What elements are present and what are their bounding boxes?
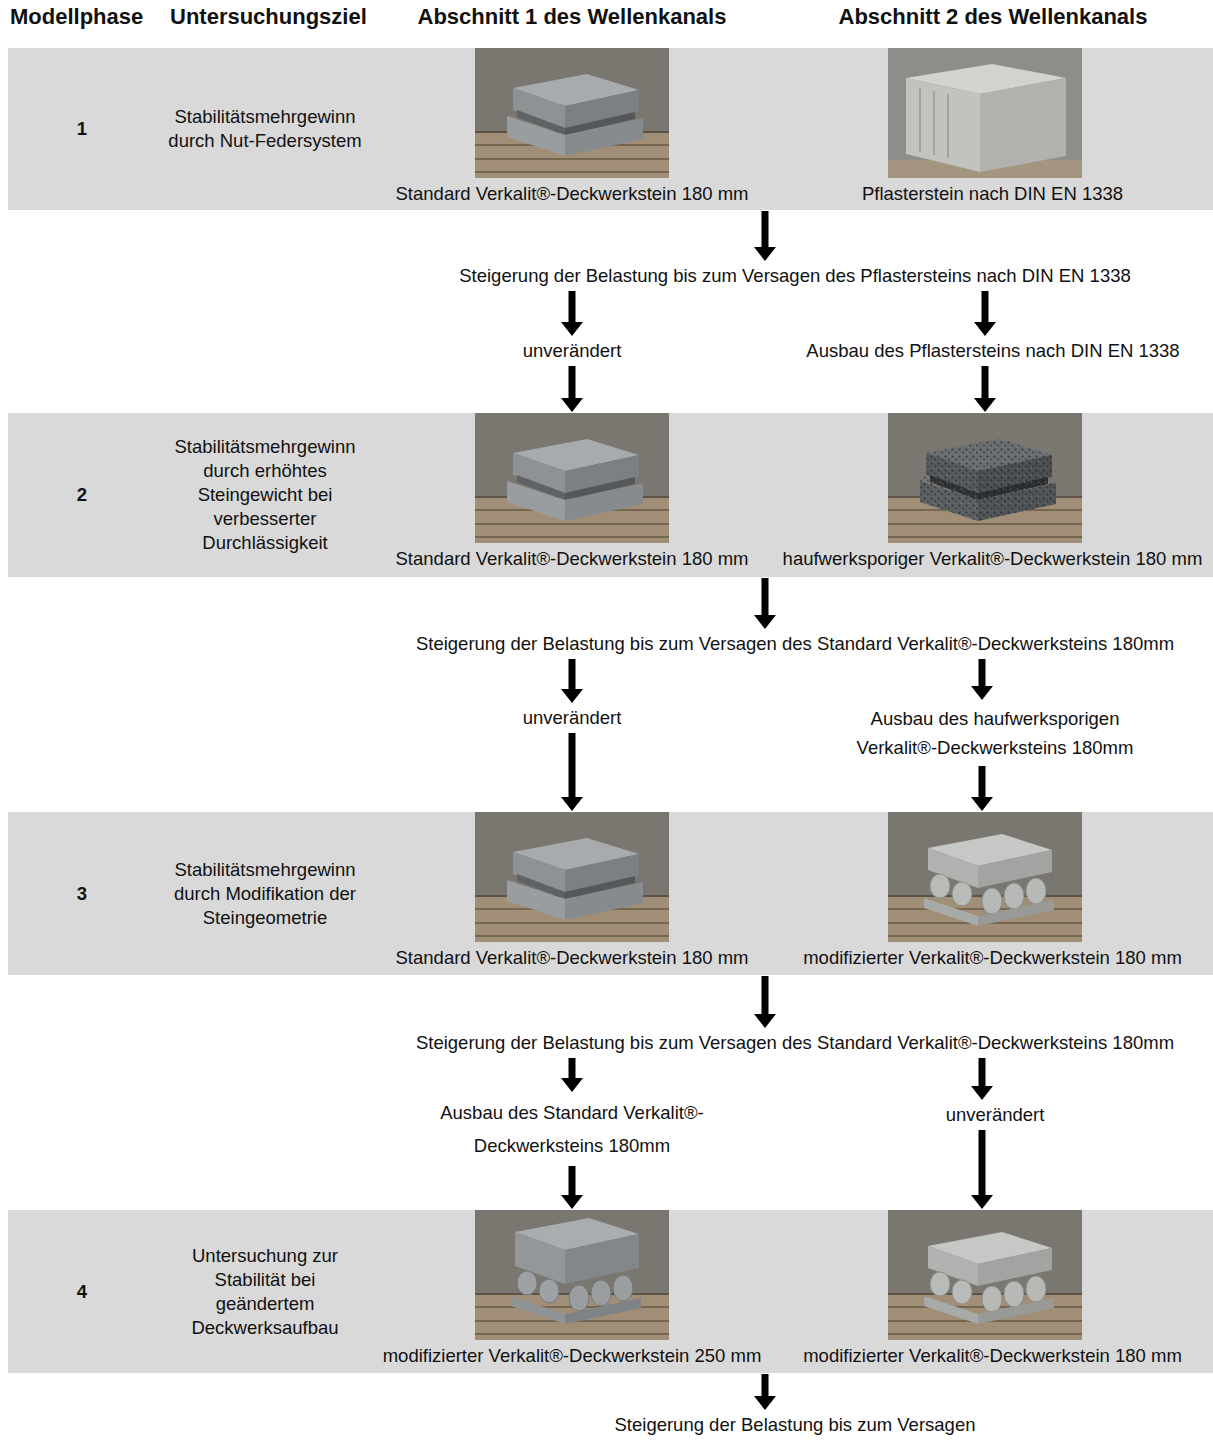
step-text: unverändert: [523, 340, 622, 362]
phase-band: 1 Stabilitätsmehrgewinn durch Nut-Federsy…: [8, 48, 1213, 210]
stone-caption: modifizierter Verkalit®-Deckwerkstein 18…: [803, 947, 1182, 969]
flow-arrow: [569, 1058, 576, 1078]
text-slot: Stabilitätsmehrgewinn durch Nut-Federsys…: [158, 105, 373, 153]
flow-arrow: [569, 1166, 576, 1195]
flow-arrow: [979, 1130, 986, 1195]
flow-arrow: [762, 211, 769, 247]
step-text: Steigerung der Belastung bis zum Versage…: [416, 633, 1174, 655]
step-text: Steigerung der Belastung bis zum Versage…: [416, 1032, 1174, 1054]
stone-caption: Standard Verkalit®-Deckwerkstein 180 mm: [396, 183, 749, 205]
flow-arrow: [569, 733, 576, 797]
column-heading: Abschnitt 2 des Wellenkanals: [839, 4, 1148, 30]
text-slot: Standard Verkalit®-Deckwerkstein 180 mm: [372, 548, 772, 570]
flow-arrow: [979, 1058, 986, 1086]
objective-text: Stabilitätsmehrgewinn durch Modifikation…: [158, 858, 373, 930]
flow-arrow: [762, 578, 769, 615]
text-slot: Standard Verkalit®-Deckwerkstein 180 mm: [372, 183, 772, 205]
text-slot: 2: [62, 483, 102, 507]
text-slot: Stabilitätsmehrgewinn durch erhöhtes Ste…: [158, 435, 373, 555]
stone-caption: haufwerksporiger Verkalit®-Deckwerkstein…: [783, 548, 1203, 570]
stone-caption: modifizierter Verkalit®-Deckwerkstein 25…: [383, 1345, 762, 1367]
phase-number: 4: [62, 1280, 102, 1304]
stone-photo: [475, 413, 669, 543]
step-label: unverändert: [523, 707, 622, 729]
stone-photo: [888, 48, 1082, 178]
flow-arrow: [569, 366, 576, 398]
stone-cell: modifizierter Verkalit®-Deckwerkstein 25…: [372, 1210, 772, 1373]
step-label: Steigerung der Belastung bis zum Versage…: [615, 1414, 976, 1436]
step-label: Steigerung der Belastung bis zum Versage…: [416, 633, 1174, 655]
column-heading: Untersuchungsziel: [170, 4, 367, 30]
flow-arrow: [569, 659, 576, 689]
objective-text: Stabilitätsmehrgewinn durch erhöhtes Ste…: [158, 435, 373, 555]
step-label: Ausbau des haufwerksporigen Verkalit®-De…: [845, 704, 1145, 762]
label-holder: Untersuchungsziel: [170, 4, 367, 30]
step-text: unverändert: [946, 1104, 1045, 1126]
label-holder: Modellphase: [10, 4, 143, 30]
text-slot: 1: [62, 117, 102, 141]
flow-arrow: [982, 291, 989, 322]
label-holder: Abschnitt 1 des Wellenkanals: [418, 4, 727, 30]
objective-text: Untersuchung zur Stabilität bei geändert…: [170, 1244, 360, 1340]
step-text: unverändert: [523, 707, 622, 729]
stone-photo: [888, 812, 1082, 942]
step-text: Steigerung der Belastung bis zum Versage…: [459, 265, 1131, 287]
stone-caption: Pflasterstein nach DIN EN 1338: [862, 183, 1123, 205]
stone-cell: Standard Verkalit®-Deckwerkstein 180 mm: [372, 48, 772, 210]
step-label: Steigerung der Belastung bis zum Versage…: [459, 265, 1131, 287]
stone-cell: Standard Verkalit®-Deckwerkstein 180 mm: [372, 812, 772, 975]
phase-number: 3: [62, 882, 102, 906]
phase-number: 1: [62, 117, 102, 141]
stone-photo: [888, 413, 1082, 543]
stone-caption: modifizierter Verkalit®-Deckwerkstein 18…: [803, 1345, 1182, 1367]
stone-photo: [475, 812, 669, 942]
text-slot: Pflasterstein nach DIN EN 1338: [772, 183, 1213, 205]
text-slot: 3: [62, 882, 102, 906]
text-slot: 4: [62, 1280, 102, 1304]
step-label: unverändert: [946, 1104, 1045, 1126]
step-label: Ausbau des Pflastersteins nach DIN EN 13…: [806, 340, 1179, 362]
stone-photo: [475, 48, 669, 178]
step-label: Ausbau des Standard Verkalit®-Deckwerkst…: [432, 1096, 712, 1162]
flow-arrow: [762, 976, 769, 1014]
stone-cell: Standard Verkalit®-Deckwerkstein 180 mm: [372, 413, 772, 577]
objective-text: Stabilitätsmehrgewinn durch Nut-Federsys…: [158, 105, 373, 153]
column-heading: Abschnitt 1 des Wellenkanals: [418, 4, 727, 30]
flow-arrow: [979, 766, 986, 797]
column-heading: Modellphase: [10, 4, 143, 30]
step-label: unverändert: [523, 340, 622, 362]
stone-cell: modifizierter Verkalit®-Deckwerkstein 18…: [772, 1210, 1213, 1373]
phase-number: 2: [62, 483, 102, 507]
label-holder: Abschnitt 2 des Wellenkanals: [839, 4, 1148, 30]
flow-arrow: [569, 291, 576, 322]
text-slot: Untersuchung zur Stabilität bei geändert…: [170, 1244, 360, 1340]
stone-cell: Pflasterstein nach DIN EN 1338: [772, 48, 1213, 210]
step-label: Steigerung der Belastung bis zum Versage…: [416, 1032, 1174, 1054]
text-slot: modifizierter Verkalit®-Deckwerkstein 18…: [772, 1345, 1213, 1367]
step-text: Ausbau des Pflastersteins nach DIN EN 13…: [806, 340, 1179, 362]
text-slot: Standard Verkalit®-Deckwerkstein 180 mm: [372, 947, 772, 969]
flow-arrow: [982, 366, 989, 398]
stone-caption: Standard Verkalit®-Deckwerkstein 180 mm: [396, 548, 749, 570]
text-slot: modifizierter Verkalit®-Deckwerkstein 25…: [372, 1345, 772, 1367]
step-text: Ausbau des Standard Verkalit®-Deckwerkst…: [432, 1096, 712, 1162]
phase-band: 4 Untersuchung zur Stabilität bei geänder…: [8, 1210, 1213, 1373]
flow-arrow: [762, 1374, 769, 1396]
step-text: Ausbau des haufwerksporigen Verkalit®-De…: [845, 704, 1145, 762]
stone-photo: [475, 1210, 669, 1340]
text-slot: Stabilitätsmehrgewinn durch Modifikation…: [158, 858, 373, 930]
phase-band: 3 Stabilitätsmehrgewinn durch Modifikatio…: [8, 812, 1213, 975]
text-slot: haufwerksporiger Verkalit®-Deckwerkstein…: [772, 548, 1213, 570]
phase-band: 2 Stabilitätsmehrgewinn durch erhöhtes St…: [8, 413, 1213, 577]
flow-arrow: [979, 659, 986, 686]
stone-photo: [888, 1210, 1082, 1340]
stone-cell: modifizierter Verkalit®-Deckwerkstein 18…: [772, 812, 1213, 975]
stone-cell: haufwerksporiger Verkalit®-Deckwerkstein…: [772, 413, 1213, 577]
stone-caption: Standard Verkalit®-Deckwerkstein 180 mm: [396, 947, 749, 969]
step-text: Steigerung der Belastung bis zum Versage…: [615, 1414, 976, 1436]
text-slot: modifizierter Verkalit®-Deckwerkstein 18…: [772, 947, 1213, 969]
